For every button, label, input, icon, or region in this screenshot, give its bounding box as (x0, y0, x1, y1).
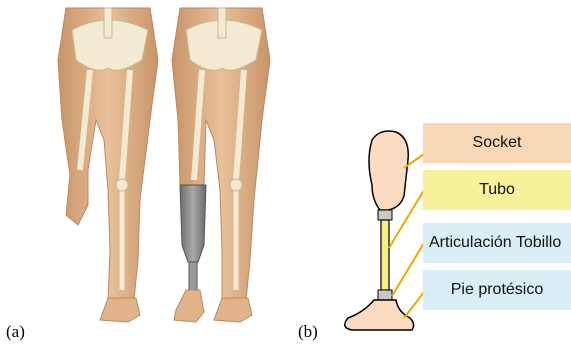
diagram-foot (345, 300, 414, 330)
diagram-socket (369, 131, 408, 210)
panel-label-a: (a) (6, 322, 25, 342)
part-label-socket: Socket (423, 123, 571, 163)
part-label-prosthetic-foot: Pie protésico (423, 270, 571, 310)
connector-line-tobillo (392, 243, 424, 296)
part-label-prosthetic-foot-text: Pie protésico (451, 281, 544, 299)
part-label-tubo: Tubo (423, 170, 571, 210)
legs-illustration (0, 0, 290, 345)
diagram-ankle-connector (378, 290, 392, 300)
connector-line-pie (404, 292, 424, 318)
part-label-ankle-joint-text: Articulación Tobillo (429, 234, 561, 252)
diagram-tube (381, 220, 389, 290)
figure-with-prosthesis (172, 8, 270, 322)
part-label-ankle-joint: Articulación Tobillo (423, 223, 571, 263)
figure-amputee-natural (58, 8, 158, 322)
panel-label-b: (b) (298, 322, 318, 342)
part-label-tubo-text: Tubo (479, 181, 515, 199)
part-label-socket-text: Socket (473, 134, 522, 152)
diagram-top-connector (378, 210, 392, 220)
